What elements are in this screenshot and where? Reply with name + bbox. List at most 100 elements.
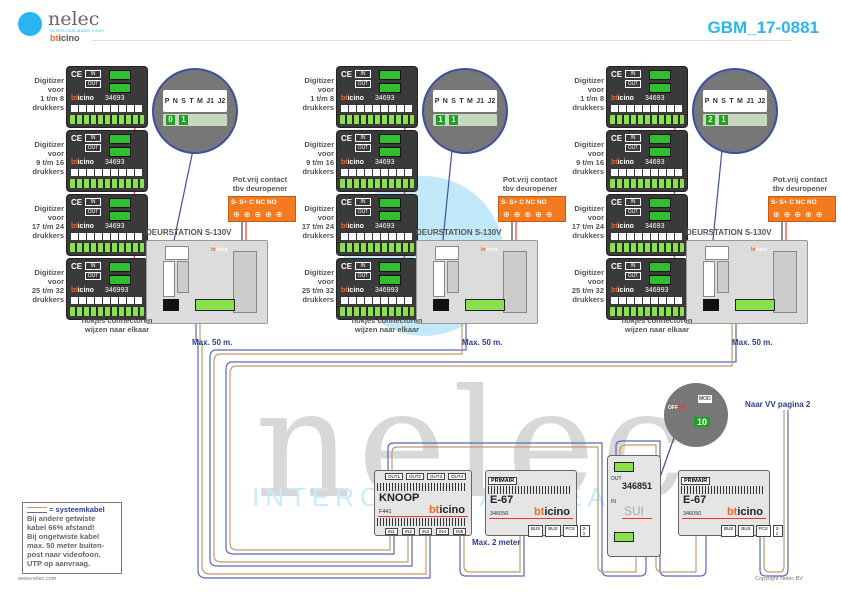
bticino-brand: bticino bbox=[611, 159, 634, 166]
connector-out bbox=[649, 83, 671, 93]
dip-label: N bbox=[172, 97, 178, 105]
bticino-brand: bticino bbox=[428, 504, 465, 516]
bticino-brand: bticino bbox=[611, 287, 634, 294]
dip-label: T bbox=[459, 97, 464, 105]
primair-code: 346050 bbox=[683, 511, 702, 517]
bticino-brand: bticino bbox=[533, 506, 570, 518]
connector-out bbox=[109, 83, 131, 93]
relay-terminals: S- S+ C NC NO bbox=[771, 199, 817, 206]
dip-label: N bbox=[442, 97, 448, 105]
button-labels bbox=[611, 105, 683, 112]
legend-head: = systeemkabel bbox=[27, 505, 117, 514]
connector-in bbox=[649, 198, 671, 208]
door-station-title: DEURSTATION S-130V bbox=[416, 228, 502, 237]
primair-tag: PRIMAIR bbox=[681, 477, 711, 485]
bticino-brand: bticino bbox=[751, 247, 768, 253]
digitizer-code: 346993 bbox=[105, 287, 129, 294]
bticino-brand: bticino bbox=[341, 223, 364, 230]
knoop-code: F441 bbox=[379, 509, 392, 515]
primair-port: BUS bbox=[528, 525, 544, 537]
digitizer-code: 34693 bbox=[645, 95, 665, 102]
connector-out bbox=[109, 147, 131, 157]
terminal-block bbox=[340, 243, 414, 252]
button-labels bbox=[341, 169, 413, 176]
door-relay: S- S+ C NC NO ⊕⊕⊕⊕⊕ bbox=[498, 196, 566, 222]
sui-dip-magnifier: OFFON MOD 10 bbox=[664, 383, 728, 447]
knoop-module: OUT1 OUT2 OUT3 OUT4 KNOOP F441 bticino I… bbox=[374, 470, 472, 536]
dip-label: J1 bbox=[206, 97, 215, 105]
connector-in bbox=[109, 198, 131, 208]
primair-port: PCS bbox=[755, 525, 771, 537]
system-cable-2 bbox=[209, 305, 467, 567]
ce-mark-icon: CE bbox=[341, 70, 353, 79]
mod-label: MOD bbox=[698, 395, 712, 403]
website-footer: www.nelec.com bbox=[18, 576, 57, 582]
dip-value: 1 bbox=[719, 115, 728, 125]
terminal-block bbox=[610, 179, 684, 188]
screw-terminals: ⊕⊕⊕⊕⊕ bbox=[233, 210, 287, 219]
terminal-block bbox=[610, 243, 684, 252]
bticino-brand: bticino bbox=[481, 247, 498, 253]
primair-e67-module-2: PRIMAIR E-67 346050 bticino BUS BUS PCS … bbox=[678, 470, 783, 537]
screw-terminals: ⊕⊕⊕⊕⊕ bbox=[773, 210, 827, 219]
connector-out bbox=[649, 275, 671, 285]
pointer-line bbox=[441, 149, 453, 251]
document-id: GBM_17-0881 bbox=[707, 18, 819, 37]
primair-port: BUS bbox=[545, 525, 561, 537]
connector-in bbox=[379, 198, 401, 208]
dip-value: 1 bbox=[436, 115, 445, 125]
dip-label: J2 bbox=[757, 97, 766, 105]
dip-label: S bbox=[451, 97, 456, 105]
digitizer-code: 34693 bbox=[645, 159, 665, 166]
button-labels bbox=[71, 169, 143, 176]
primair-port: 2-1 bbox=[579, 525, 590, 537]
button-labels bbox=[71, 297, 143, 304]
knoop-out-port: OUT1 bbox=[385, 473, 404, 480]
legend-line: kabel 66% afstand! bbox=[27, 523, 95, 532]
primair-port: BUS bbox=[721, 525, 737, 537]
connector-in bbox=[649, 134, 671, 144]
ce-mark-icon: CE bbox=[341, 134, 353, 143]
bticino-brand: bticino bbox=[71, 95, 94, 102]
knoop-name: KNOOP bbox=[379, 492, 420, 504]
digitizer-code: 34693 bbox=[375, 95, 395, 102]
primair-name: E-67 bbox=[490, 494, 514, 506]
off-on-switch: OFFON bbox=[668, 405, 686, 411]
bticino-logo: bticino bbox=[50, 33, 80, 43]
knoop-out-port: OUT2 bbox=[406, 473, 425, 480]
bticino-brand: bticino bbox=[211, 247, 228, 253]
door-station: bticino bbox=[686, 240, 808, 324]
button-labels bbox=[341, 105, 413, 112]
bticino-brand: bticino bbox=[611, 95, 634, 102]
legend-line: Bij ongetwiste kabel bbox=[27, 532, 100, 541]
sui-name: SUI bbox=[624, 504, 645, 518]
terminal-block bbox=[610, 115, 684, 124]
digitizer-code: 34693 bbox=[375, 223, 395, 230]
dip-label: T bbox=[729, 97, 734, 105]
dip-label: J2 bbox=[217, 97, 226, 105]
button-labels bbox=[611, 297, 683, 304]
